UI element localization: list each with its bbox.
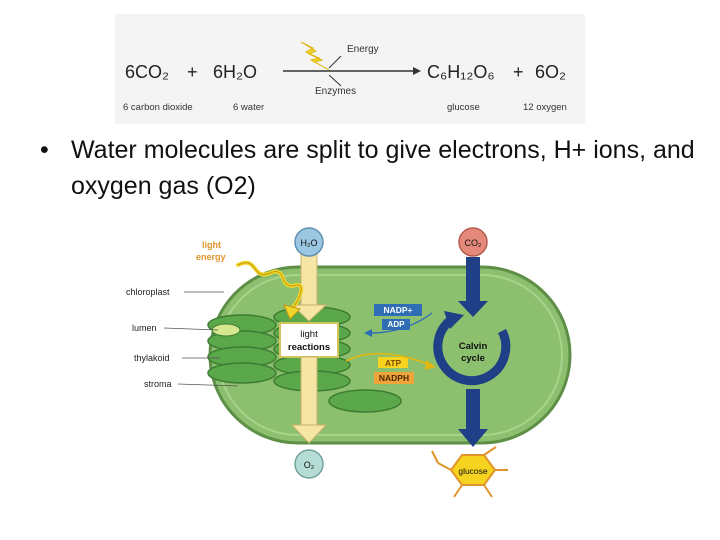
glucose-outflow-arrowhead bbox=[458, 429, 488, 447]
energy-pointer bbox=[328, 55, 342, 69]
o2-label: O₂ bbox=[304, 460, 315, 470]
bullet-text: Water molecules are split to give electr… bbox=[71, 136, 695, 200]
adp-label: ADP bbox=[388, 320, 406, 329]
reactant-h2o: 6H₂O bbox=[213, 62, 257, 82]
plus-sign-2: + bbox=[513, 62, 524, 82]
chloroplast-diagram: light reactions H₂O O₂ light energy chlo… bbox=[126, 227, 572, 498]
product-glucose-formula: C₆H₁₂O₆ bbox=[427, 62, 495, 82]
co2-inflow-arrow bbox=[466, 257, 480, 303]
h2o-label: H₂O bbox=[301, 238, 318, 248]
lumen-leader-line bbox=[163, 327, 219, 331]
nadp-return-arrowhead bbox=[364, 329, 372, 337]
glucose-label: glucose bbox=[458, 466, 488, 476]
nadp-badge bbox=[374, 304, 422, 316]
o2-outflow-arrowhead bbox=[290, 424, 328, 444]
atp-flow-arrow bbox=[345, 352, 431, 366]
atp-badge bbox=[378, 357, 408, 368]
label-lumen: lumen bbox=[132, 323, 157, 333]
label-stroma: stroma bbox=[144, 379, 172, 389]
light-energy-squiggle-outline bbox=[237, 262, 302, 310]
caption-carbon-dioxide: 6 carbon dioxide bbox=[123, 102, 193, 113]
calvin-cycle-ring bbox=[433, 315, 511, 386]
light-energy-label-line2: energy bbox=[196, 252, 226, 262]
atp-label: ATP bbox=[385, 358, 402, 368]
reaction-arrowhead bbox=[413, 67, 421, 75]
bullet-point: • Water molecules are split to give elec… bbox=[40, 132, 700, 204]
h2o-inflow-arrow bbox=[300, 252, 318, 310]
h2o-circle bbox=[294, 227, 324, 257]
calvin-label-line1: Calvin bbox=[459, 341, 488, 352]
lightning-icon bbox=[300, 41, 330, 71]
o2-outflow-arrow bbox=[300, 356, 318, 430]
nadp-return-arrow bbox=[369, 312, 433, 334]
nadp-label: NADP+ bbox=[383, 305, 412, 315]
glucose-outflow-arrow bbox=[466, 389, 480, 431]
thylakoid-stack-left bbox=[207, 314, 277, 384]
reactant-co2: 6CO₂ bbox=[125, 62, 169, 82]
energy-label: Energy bbox=[347, 44, 379, 55]
label-chloroplast: chloroplast bbox=[126, 287, 170, 297]
co2-inflow-arrowhead bbox=[458, 301, 488, 317]
calvin-cycle-arrowhead bbox=[444, 311, 464, 329]
thylakoid-stack-bottom bbox=[328, 389, 402, 413]
plus-sign-1: + bbox=[187, 62, 198, 82]
co2-label: CO₂ bbox=[465, 238, 483, 248]
equation-background bbox=[115, 14, 585, 124]
nadph-label: NADPH bbox=[379, 373, 409, 383]
label-thylakoid: thylakoid bbox=[134, 353, 170, 363]
enzyme-pointer bbox=[328, 74, 342, 87]
atp-flow-arrowhead bbox=[425, 360, 436, 370]
enzymes-label: Enzymes bbox=[315, 86, 356, 97]
product-o2: 6O₂ bbox=[535, 62, 566, 82]
photosynthesis-equation: Energy Enzymes 6CO₂ + 6H₂O C₆H₁₂O₆ + 6O₂… bbox=[115, 14, 585, 124]
caption-glucose: glucose bbox=[447, 102, 480, 113]
o2-circle bbox=[294, 449, 324, 479]
light-reactions-label-line2: reactions bbox=[288, 342, 330, 353]
stroma-leader-line bbox=[177, 383, 239, 387]
glucose-hexagon-icon bbox=[431, 446, 508, 498]
nadph-badge bbox=[374, 372, 414, 384]
co2-circle bbox=[458, 227, 488, 257]
caption-water: 6 water bbox=[233, 102, 264, 113]
caption-oxygen: 12 oxygen bbox=[523, 102, 567, 113]
adp-badge bbox=[382, 319, 410, 330]
light-energy-arrowhead bbox=[283, 304, 301, 320]
light-energy-label-line1: light bbox=[202, 240, 221, 250]
light-reactions-label-line1: light bbox=[300, 329, 318, 340]
calvin-label-line2: cycle bbox=[461, 353, 485, 364]
bullet-symbol: • bbox=[40, 136, 49, 164]
